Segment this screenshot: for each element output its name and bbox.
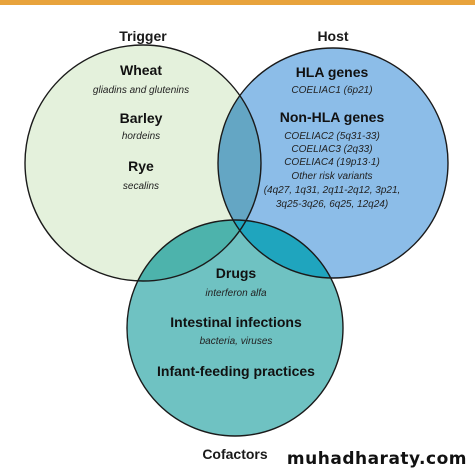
trigger-title: Trigger	[119, 28, 167, 44]
cofactor-item-name: Infant-feeding practices	[157, 363, 315, 379]
trigger-item-name: Barley	[120, 110, 163, 126]
host-nonhla-line: COELIAC4 (19p13·1)	[284, 157, 380, 168]
host-hla-detail: COELIAC1 (6p21)	[291, 85, 372, 96]
outline-trigger	[24, 44, 262, 282]
cofactor-item-detail: bacteria, viruses	[200, 336, 273, 347]
cofactors-title: Cofactors	[202, 446, 268, 462]
cofactor-item-name: Drugs	[216, 265, 257, 281]
trigger-item-detail: gliadins and glutenins	[93, 85, 189, 96]
host-nonhla-line: COELIAC3 (2q33)	[291, 144, 372, 155]
host-nonhla-line: COELIAC2 (5q31-33)	[284, 131, 380, 142]
host-nonhla-line: (4q27, 1q31, 2q11-2q12, 3p21,	[264, 185, 401, 196]
host-nonhla-title: Non-HLA genes	[280, 109, 385, 125]
host-nonhla-line: 3q25-3q26, 6q25, 12q24)	[276, 199, 388, 210]
header-rule	[0, 0, 475, 5]
trigger-item-name: Wheat	[120, 62, 162, 78]
host-nonhla-line: Other risk variants	[291, 171, 372, 182]
cofactor-item-detail: interferon alfa	[205, 288, 267, 299]
outline-host	[217, 47, 449, 279]
watermark: muhadharaty.com	[287, 449, 467, 469]
outline-cofactors	[126, 219, 344, 437]
trigger-item-detail: hordeins	[122, 131, 160, 142]
host-title: Host	[317, 28, 348, 44]
circle-host	[218, 48, 448, 278]
host-hla-title: HLA genes	[296, 64, 369, 80]
cofactor-item-name: Intestinal infections	[170, 314, 302, 330]
circle-trigger	[25, 45, 261, 281]
trigger-item-detail: secalins	[123, 181, 159, 192]
trigger-item-name: Rye	[128, 158, 154, 174]
